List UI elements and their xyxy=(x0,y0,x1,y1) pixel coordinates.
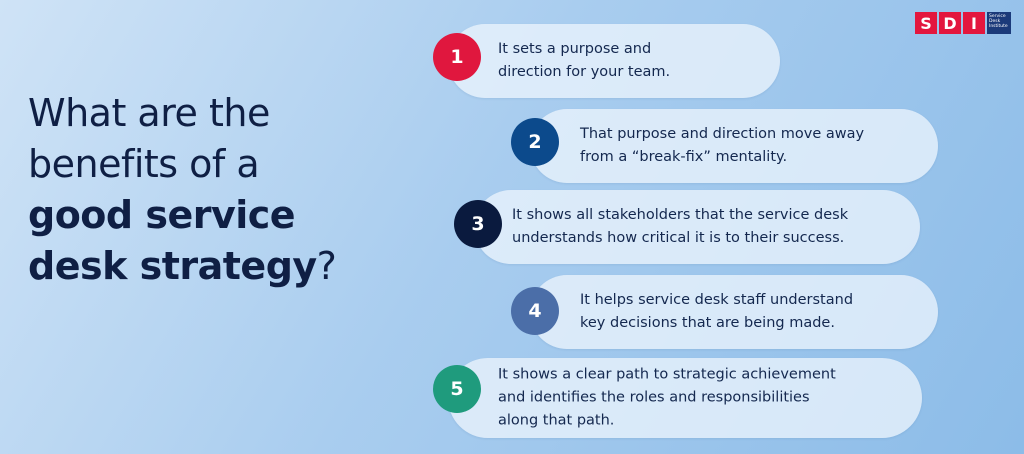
benefit-2-line-2: from a “break-fix” mentality. xyxy=(580,149,788,165)
benefit-item-5: It shows a clear path to strategic achie… xyxy=(448,358,922,438)
benefit-text-5: It shows a clear path to strategic achie… xyxy=(498,364,836,433)
sdi-logo: S D I Service Desk Institute xyxy=(915,12,1011,34)
title-bold-line-2: desk strategy xyxy=(28,244,317,288)
benefit-item-4: It helps service desk staff understand k… xyxy=(530,275,938,349)
logo-letter-i: I xyxy=(963,12,985,34)
benefit-item-2: That purpose and direction move away fro… xyxy=(530,109,938,183)
benefit-number-3: 3 xyxy=(454,200,502,248)
benefit-2-line-1: That purpose and direction move away xyxy=(580,126,865,142)
benefit-text-1: It sets a purpose and direction for your… xyxy=(498,38,670,84)
logo-letter-d: D xyxy=(939,12,961,34)
benefit-item-3: It shows all stakeholders that the servi… xyxy=(474,190,920,264)
benefit-1-line-1: It sets a purpose and xyxy=(498,41,652,57)
title-question-mark: ? xyxy=(316,244,337,288)
benefit-5-line-2: and identifies the roles and responsibil… xyxy=(498,389,810,406)
benefit-3-line-1: It shows all stakeholders that the servi… xyxy=(512,207,849,223)
benefit-text-4: It helps service desk staff understand k… xyxy=(580,289,853,335)
page-title: What are the benefits of a good service … xyxy=(28,88,408,292)
benefit-4-line-2: key decisions that are being made. xyxy=(580,315,835,331)
benefit-1-line-2: direction for your team. xyxy=(498,64,671,80)
benefit-number-4: 4 xyxy=(511,287,559,335)
title-bold-line-1: good service xyxy=(28,193,296,237)
benefit-5-line-1: It shows a clear path to strategic achie… xyxy=(498,366,836,383)
benefit-5-line-3: along that path. xyxy=(498,412,615,429)
logo-letter-s: S xyxy=(915,12,937,34)
benefit-number-5: 5 xyxy=(433,365,481,413)
logo-tagline: Service Desk Institute xyxy=(987,12,1011,34)
benefit-number-1: 1 xyxy=(433,33,481,81)
benefit-text-3: It shows all stakeholders that the servi… xyxy=(512,204,848,250)
title-bold-line-2-wrap: desk strategy? xyxy=(28,244,337,288)
benefit-number-2: 2 xyxy=(511,118,559,166)
benefit-3-line-2: understands how critical it is to their … xyxy=(512,230,845,246)
title-line-2: benefits of a xyxy=(28,142,260,186)
benefit-text-2: That purpose and direction move away fro… xyxy=(580,123,864,169)
title-line-1: What are the xyxy=(28,91,270,135)
benefit-4-line-1: It helps service desk staff understand xyxy=(580,292,854,308)
benefit-item-1: It sets a purpose and direction for your… xyxy=(448,24,780,98)
